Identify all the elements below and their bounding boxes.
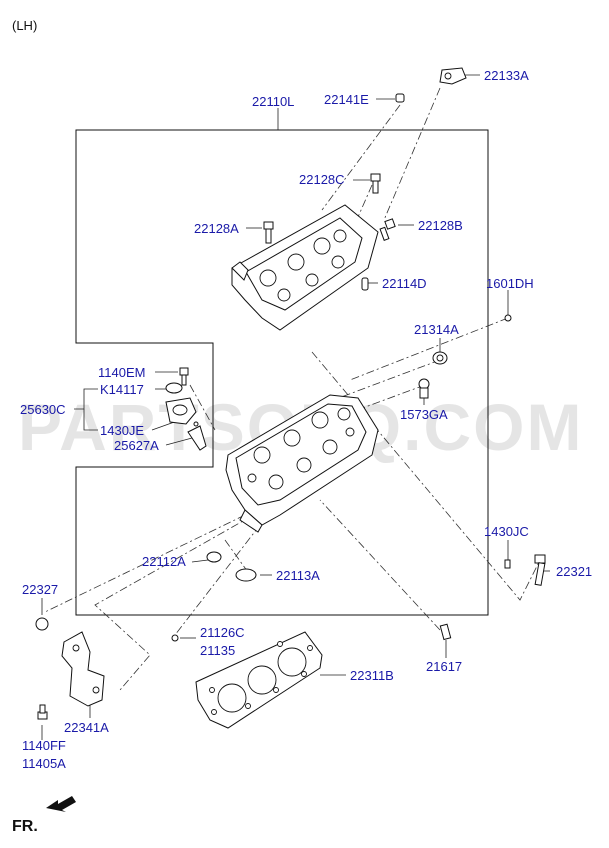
dowel-1601dh-part bbox=[504, 314, 512, 322]
water-outlet-part bbox=[165, 397, 197, 425]
dowel-pin-part bbox=[361, 277, 369, 291]
label-k14117[interactable]: K14117 bbox=[100, 382, 144, 397]
label-25630c[interactable]: 25630C bbox=[20, 402, 66, 417]
label-22128a[interactable]: 22128A bbox=[194, 221, 239, 236]
label-22128b[interactable]: 22128B bbox=[418, 218, 463, 233]
bolt-1140ff-part bbox=[37, 704, 48, 720]
cylinder-head-part bbox=[225, 394, 379, 533]
front-arrow-icon bbox=[46, 796, 76, 812]
label-21617[interactable]: 21617 bbox=[426, 659, 462, 674]
label-22128c[interactable]: 22128C bbox=[299, 172, 345, 187]
label-1140em[interactable]: 1140EM bbox=[98, 365, 145, 380]
dowel-21126c-part bbox=[171, 634, 179, 642]
label-1140ff[interactable]: 1140FF bbox=[22, 738, 66, 753]
oil-seal-part bbox=[432, 351, 448, 365]
label-1601dh[interactable]: 1601DH bbox=[486, 276, 534, 291]
plug-1573ga-part bbox=[418, 378, 430, 399]
label-21314a[interactable]: 21314A bbox=[414, 322, 459, 337]
label-22327[interactable]: 22327 bbox=[22, 582, 58, 597]
label-1430jc[interactable]: 1430JC bbox=[484, 524, 529, 539]
label-1573ga[interactable]: 1573GA bbox=[400, 407, 448, 422]
seal-22113a-part bbox=[235, 568, 257, 582]
label-22141e[interactable]: 22141E bbox=[324, 92, 369, 107]
bracket-22341a-part bbox=[61, 631, 105, 707]
bolt-22128b-part bbox=[379, 218, 396, 241]
label-22112a[interactable]: 22112A bbox=[142, 554, 186, 569]
label-21126c[interactable]: 21126C bbox=[200, 625, 245, 640]
cap-22327-part bbox=[35, 617, 49, 631]
assembly-frame bbox=[75, 129, 489, 616]
label-25627a[interactable]: 25627A bbox=[114, 438, 159, 453]
label-22311b[interactable]: 22311B bbox=[350, 668, 394, 683]
dash-leaders bbox=[44, 87, 541, 691]
head-gasket-part bbox=[195, 631, 323, 729]
o-ring-part bbox=[165, 382, 183, 394]
label-22114d[interactable]: 22114D bbox=[382, 276, 427, 291]
sensor-bracket-part bbox=[439, 67, 467, 85]
pin-21617-part bbox=[439, 623, 452, 641]
label-21135[interactable]: 21135 bbox=[200, 643, 235, 658]
side-label: (LH) bbox=[12, 18, 37, 33]
label-1430je[interactable]: 1430JE bbox=[100, 423, 144, 438]
label-22110l[interactable]: 22110L bbox=[252, 94, 294, 109]
label-22133a[interactable]: 22133A bbox=[484, 68, 529, 83]
seal-22112a-part bbox=[206, 551, 222, 563]
pipe-part bbox=[187, 421, 207, 451]
pin-1430jc-part bbox=[504, 559, 511, 569]
camshaft-housing-part bbox=[231, 204, 379, 331]
label-22321[interactable]: 22321 bbox=[556, 564, 592, 579]
front-label: FR. bbox=[12, 818, 38, 835]
bolt-22128c-part bbox=[370, 173, 381, 194]
bolt-1140em-part bbox=[179, 367, 189, 386]
label-11405a[interactable]: 11405A bbox=[22, 756, 66, 771]
label-22113a[interactable]: 22113A bbox=[276, 568, 320, 583]
label-22341a[interactable]: 22341A bbox=[64, 720, 109, 735]
head-bolt-part bbox=[534, 554, 546, 586]
plug-part bbox=[395, 93, 405, 103]
bolt-22128a-part bbox=[263, 221, 274, 244]
